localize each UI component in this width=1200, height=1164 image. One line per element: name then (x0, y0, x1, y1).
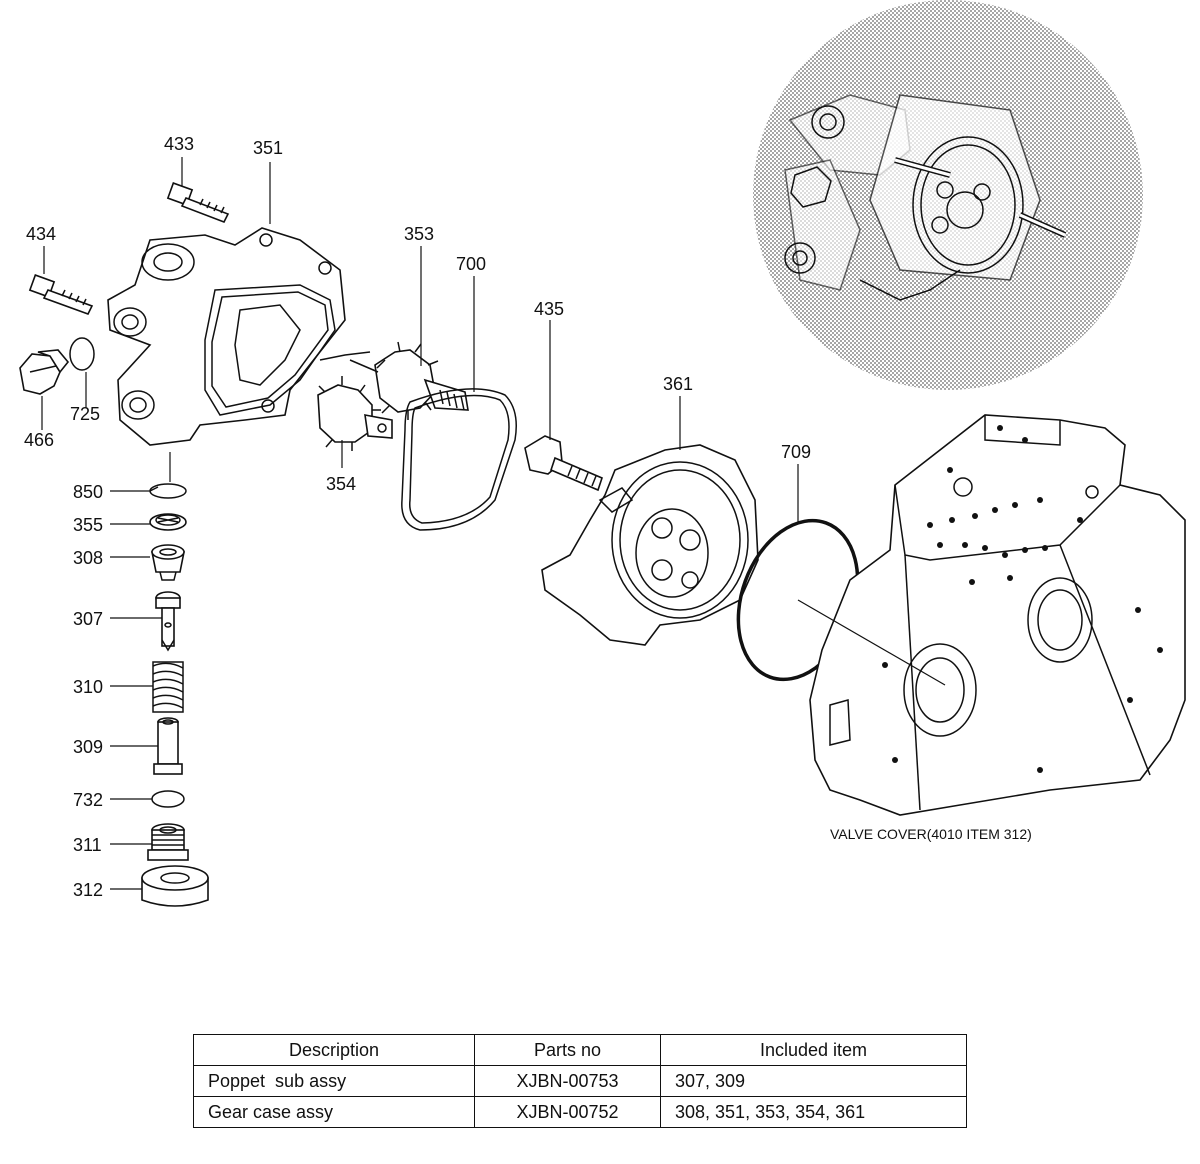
drive-gear-353 (349, 341, 469, 420)
cell-description: Gear case assy (193, 1096, 475, 1128)
table-row: Poppet sub assy XJBN-00753 307, 309 (193, 1065, 967, 1097)
leader-lines (41, 157, 946, 890)
table-header-row: Description Parts no Included item (193, 1034, 967, 1066)
cell-included-item: 308, 351, 353, 354, 361 (660, 1096, 967, 1128)
o-ring-732 (151, 790, 185, 808)
cell-parts-no: XJBN-00753 (474, 1065, 661, 1097)
callout-434: 434 (26, 224, 56, 244)
gear-case-351 (107, 227, 371, 446)
callout-312: 312 (73, 880, 103, 900)
poppet-307 (155, 591, 181, 652)
callout-850: 850 (73, 482, 103, 502)
exploded-parts-diagram: 433 351 434 353 700 435 361 725 466 354 … (19, 0, 1186, 907)
table-row: Gear case assy XJBN-00752 308, 351, 353,… (193, 1096, 967, 1128)
snap-ring-850 (149, 483, 187, 499)
cell-included-item: 307, 309 (660, 1065, 967, 1097)
driven-gear-354 (317, 376, 393, 451)
washer-312 (141, 865, 209, 907)
plug-466 (19, 349, 70, 395)
cover-361 (541, 444, 759, 646)
gasket-700 (401, 388, 517, 531)
spring-310 (152, 661, 184, 713)
callout-311: 311 (73, 835, 102, 855)
callout-435: 435 (534, 299, 564, 319)
bolt-433 (166, 182, 230, 224)
header-parts-no: Parts no (474, 1034, 661, 1066)
cell-description: Poppet sub assy (193, 1065, 475, 1097)
reference-inset (753, 0, 1143, 390)
callout-725: 725 (70, 404, 100, 424)
poppet-stack (141, 452, 209, 907)
plug-311 (147, 823, 189, 861)
callout-709: 709 (781, 442, 811, 462)
sleeve-309 (153, 717, 183, 775)
callout-307: 307 (73, 609, 103, 629)
callout-310: 310 (73, 677, 103, 697)
callout-309: 309 (73, 737, 103, 757)
cell-parts-no: XJBN-00752 (474, 1096, 661, 1128)
callout-308: 308 (73, 548, 103, 568)
valve-cover-caption: VALVE COVER(4010 ITEM 312) (830, 826, 1032, 842)
callout-353: 353 (404, 224, 434, 244)
header-description: Description (193, 1034, 475, 1066)
callout-351: 351 (253, 138, 283, 158)
filter-355 (149, 513, 187, 531)
header-included-item: Included item (660, 1034, 967, 1066)
callout-361: 361 (663, 374, 693, 394)
bolt-435 (524, 435, 603, 492)
bolt-434 (28, 274, 94, 315)
seat-308 (151, 544, 185, 581)
callout-labels: 433 351 434 353 700 435 361 725 466 354 … (24, 134, 1032, 900)
callout-354: 354 (326, 474, 356, 494)
callout-700: 700 (456, 254, 486, 274)
parts-table: Description Parts no Included item Poppe… (193, 1034, 967, 1128)
callout-433: 433 (164, 134, 194, 154)
callout-732: 732 (73, 790, 103, 810)
callout-466: 466 (24, 430, 54, 450)
valve-cover-housing (809, 414, 1186, 816)
callout-355: 355 (73, 515, 103, 535)
o-ring-725 (69, 337, 95, 371)
